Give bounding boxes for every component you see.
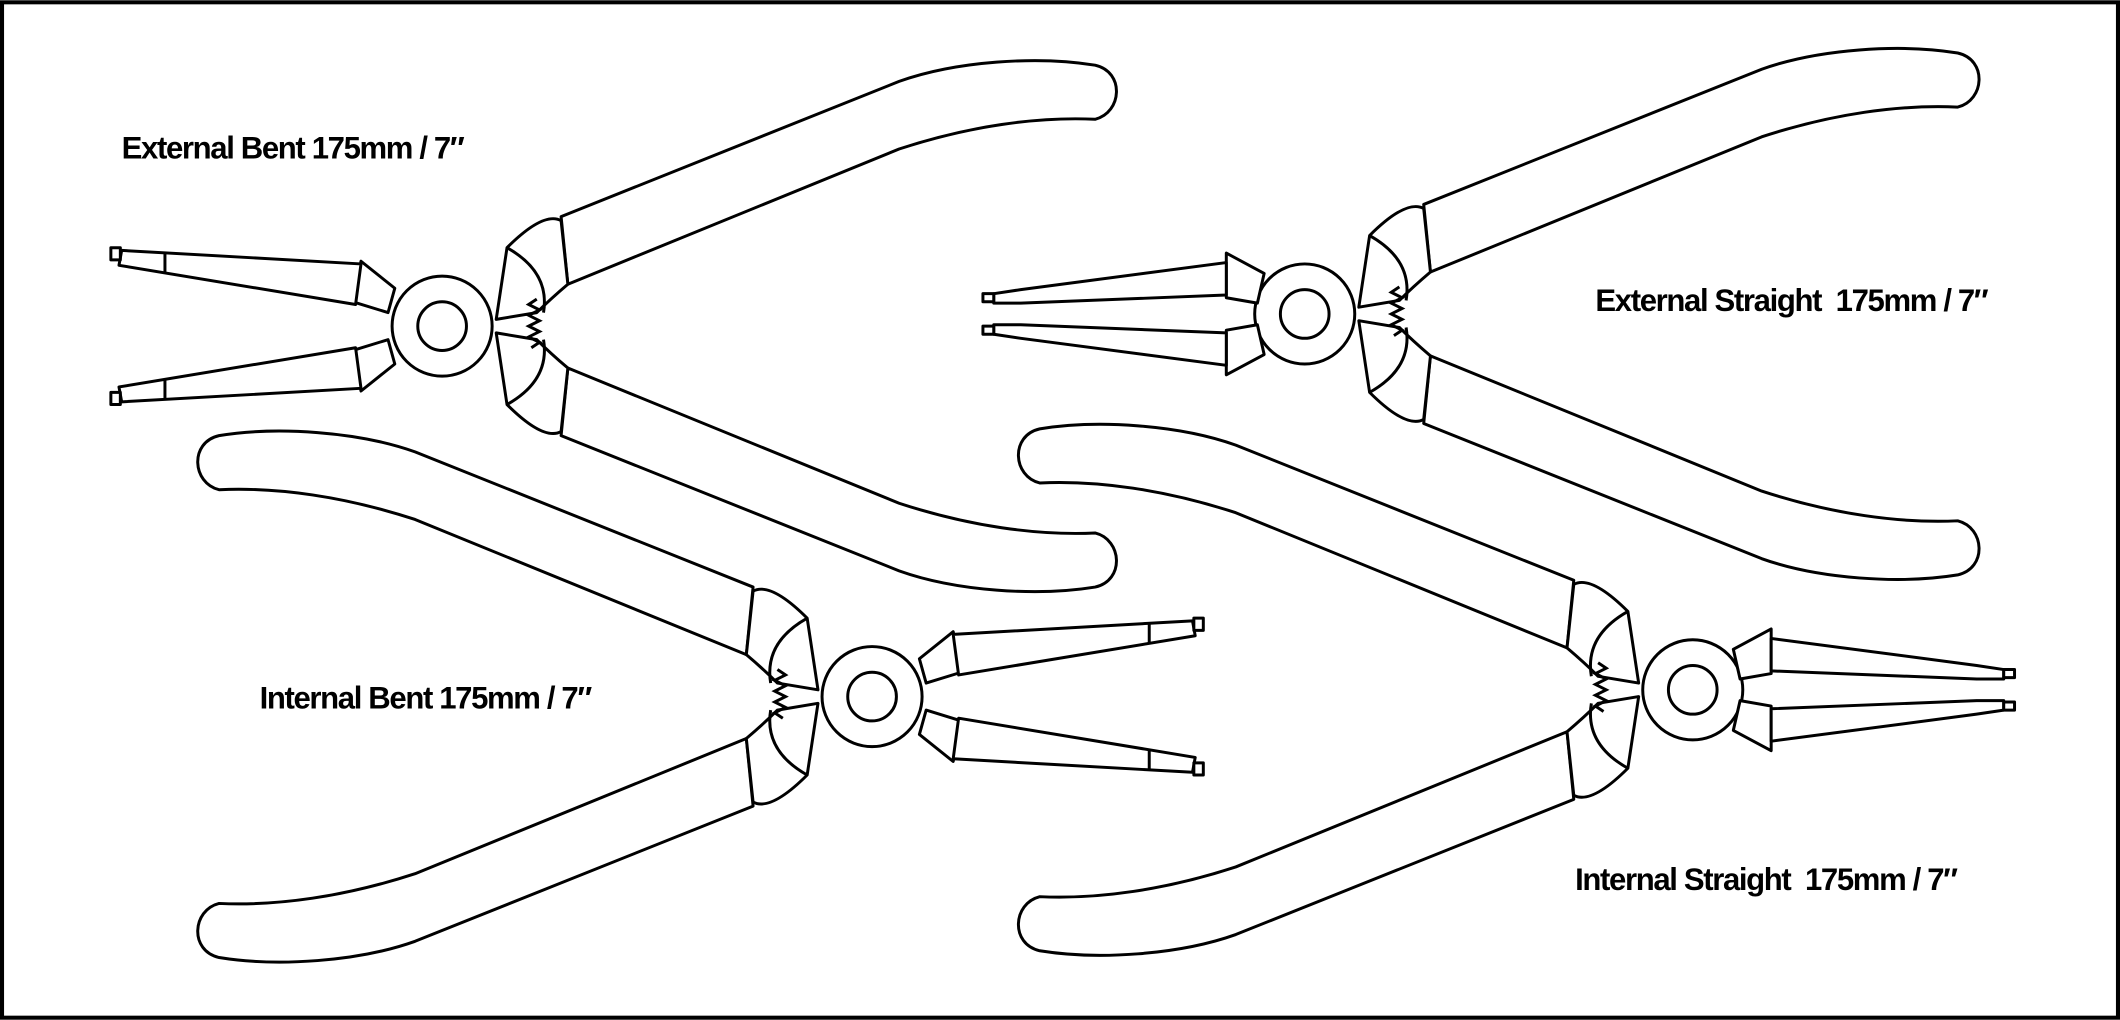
label-external-straight: External Straight 175mm / 7″ <box>1595 283 1988 318</box>
label-internal-bent: Internal Bent 175mm / 7″ <box>260 681 593 716</box>
label-external-bent: External Bent 175mm / 7″ <box>122 130 465 165</box>
label-internal-straight: Internal Straight 175mm / 7″ <box>1575 862 1958 897</box>
